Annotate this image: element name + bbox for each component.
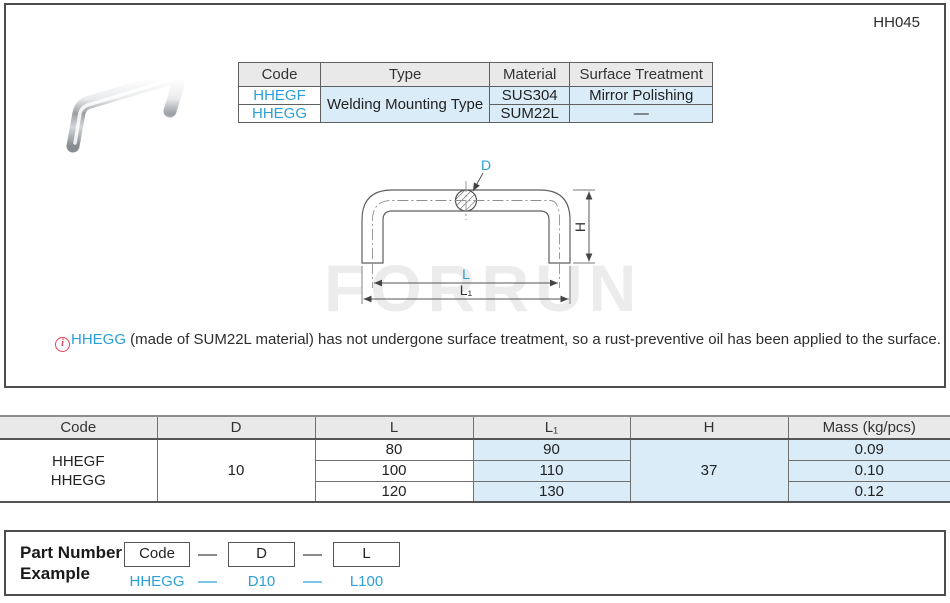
dim-header-h: H <box>629 415 789 440</box>
dimension-table-section: Code D L L₁ H Mass (kg/pcs) HHEGF HHEGG … <box>0 415 950 503</box>
dimension-drawing: D H L L₁ <box>361 157 595 304</box>
pn-value-d: D10 <box>247 573 276 590</box>
connector-dash-blue <box>198 581 217 583</box>
dim-d-cell: 10 <box>156 438 316 503</box>
connector-dash <box>303 554 322 556</box>
dim-header-row: Code D L L₁ H Mass (kg/pcs) <box>0 415 950 440</box>
dim-l-100: 100 <box>314 459 474 482</box>
dim-row-3: 120 130 0.12 <box>0 480 950 503</box>
pn-value-l: L100 <box>349 573 384 590</box>
pn-box-l: L <box>333 542 400 567</box>
dim-code-line-1: HHEGF <box>52 452 105 470</box>
note-code: HHEGG <box>71 331 127 348</box>
page-code: HH045 <box>873 14 920 31</box>
spec-code-hhegf: HHEGF <box>238 86 321 105</box>
product-info-panel: HH045 Code Type Material S <box>4 3 946 388</box>
dim-header-l: L <box>314 415 474 440</box>
dim-header-d: D <box>156 415 316 440</box>
part-number-title: Part Number Example <box>20 542 122 584</box>
spec-header-type: Type <box>319 62 491 87</box>
dim-row-1: HHEGF HHEGG 10 80 90 37 0.09 <box>0 438 950 503</box>
dim-code-cell: HHEGF HHEGG <box>0 438 158 503</box>
dim-l-120: 120 <box>314 480 474 503</box>
spec-row-hhegf: HHEGF Welding Mounting Type SUS304 Mirro… <box>238 86 714 123</box>
pn-box-code: Code <box>124 542 190 567</box>
note-text: (made of SUM22L material) has not underg… <box>126 331 941 348</box>
dim-row-2: 100 110 0.10 <box>0 459 950 482</box>
product-photo-handle <box>66 72 185 153</box>
info-icon: i <box>55 337 70 352</box>
spec-header-code: Code <box>238 62 321 87</box>
handle-outline <box>361 189 571 264</box>
dim-l1-130: 130 <box>472 480 631 503</box>
spec-header-material: Material <box>489 62 571 87</box>
dim-header-code: Code <box>0 415 158 440</box>
spec-header-surface: Surface Treatment <box>569 62 714 87</box>
part-number-title-line1: Part Number <box>20 543 123 562</box>
dim-h-cell: 37 <box>629 438 789 503</box>
spec-material-sum22l: SUM22L <box>489 104 571 123</box>
label-l: L <box>462 266 470 282</box>
dim-code-line-2: HHEGG <box>50 471 106 489</box>
dimension-table: Code D L L₁ H Mass (kg/pcs) HHEGF HHEGG … <box>0 415 950 503</box>
label-l1: L₁ <box>460 282 473 298</box>
label-h: H <box>572 222 588 232</box>
connector-dash <box>198 554 217 556</box>
dim-l1-90: 90 <box>472 438 631 461</box>
dim-header-l1: L₁ <box>472 415 631 440</box>
dim-header-mass: Mass (kg/pcs) <box>787 415 950 440</box>
dim-l1-110: 110 <box>472 459 631 482</box>
pn-value-code: HHEGG <box>129 573 185 590</box>
part-number-example-panel: Part Number Example Code D L HHEGG D10 L… <box>4 530 946 596</box>
pn-box-d: D <box>228 542 295 567</box>
dim-mass-009: 0.09 <box>787 438 950 461</box>
spec-material-sus304: SUS304 <box>489 86 571 105</box>
spec-surface-none: — <box>569 104 714 123</box>
connector-dash-blue <box>303 581 322 583</box>
dim-mass-010: 0.10 <box>787 459 950 482</box>
spec-type-value: Welding Mounting Type <box>319 86 491 123</box>
spec-row-hhegg: HHEGG SUM22L — <box>238 104 714 123</box>
dim-l-80: 80 <box>314 438 474 461</box>
spec-header-row: Code Type Material Surface Treatment <box>238 62 714 87</box>
spec-table: Code Type Material Surface Treatment HHE… <box>238 62 714 123</box>
part-number-title-line2: Example <box>20 564 90 583</box>
centerline <box>372 200 560 259</box>
spec-code-hhegg: HHEGG <box>238 104 321 123</box>
spec-surface-mirror: Mirror Polishing <box>569 86 714 105</box>
label-d: D <box>481 157 491 173</box>
dim-mass-012: 0.12 <box>787 480 950 503</box>
